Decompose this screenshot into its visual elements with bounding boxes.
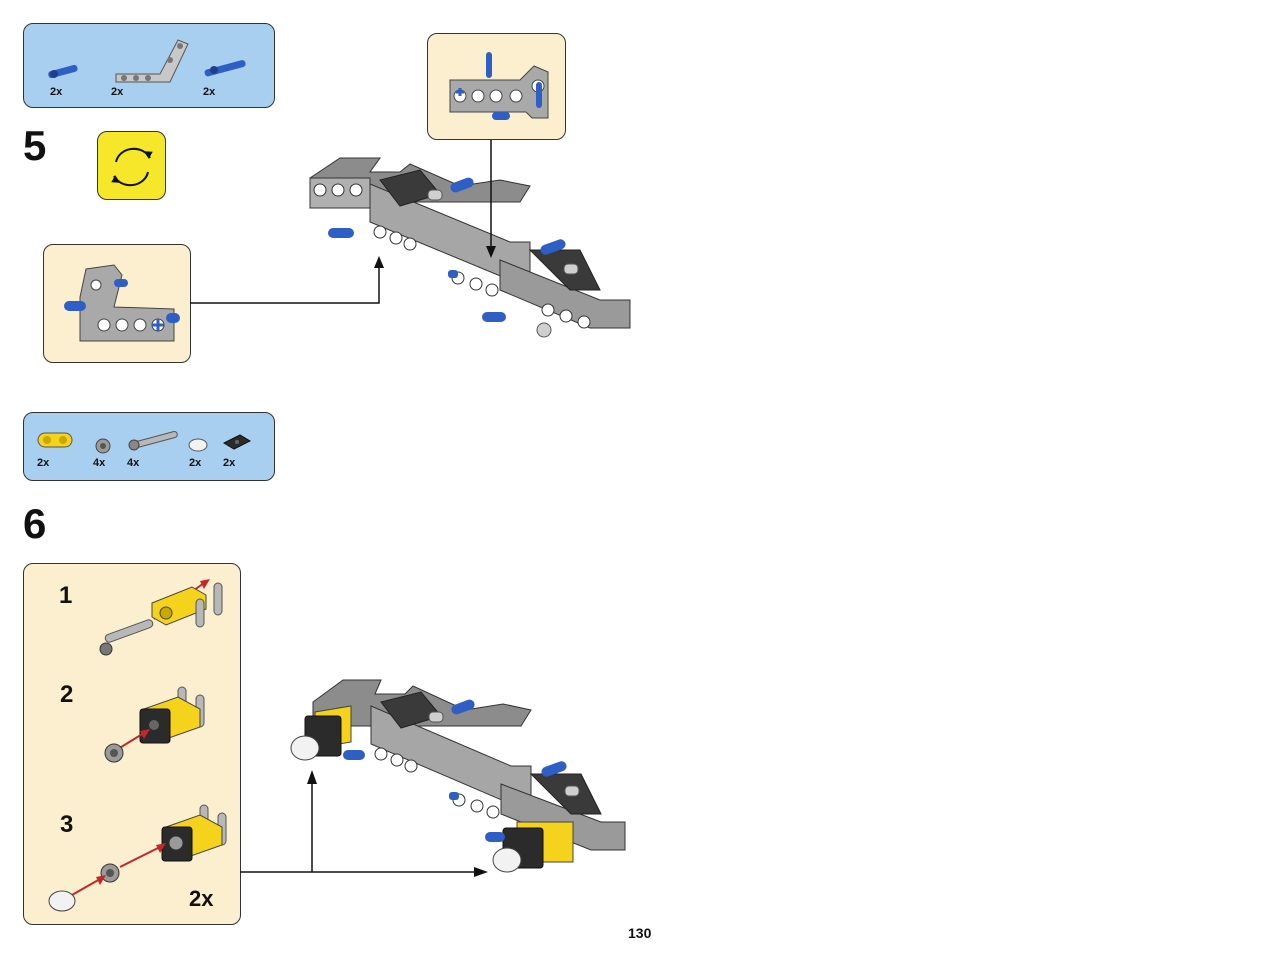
part-qty: 2x (223, 457, 236, 469)
substep-3-number: 3 (60, 811, 74, 838)
bent-beam-with-pins-icon (64, 264, 180, 342)
part-qty: 4x (127, 457, 140, 469)
substep-1-illustration (99, 579, 223, 656)
part-qty: 2x (111, 86, 124, 98)
gray-axle-icon (128, 431, 178, 451)
step-5-parts-list: 2x 2x 2x (23, 23, 275, 108)
blue-pins (328, 177, 566, 322)
part-qty: 2x (189, 457, 202, 469)
page-number: 130 (628, 925, 652, 941)
step-5-callout-left (43, 244, 191, 363)
rotate-model-box (97, 131, 166, 200)
step-6-subassembly-callout: 1 2 3 2x (23, 563, 241, 925)
yellow-connector-icon (37, 432, 73, 448)
black-plate-icon (222, 434, 252, 450)
step-5-callout-top (427, 33, 566, 140)
step-6-number: 6 (23, 500, 47, 547)
step-5-model-illustration (309, 157, 631, 338)
beam-holes (313, 183, 591, 329)
gray-bush-icon (95, 438, 111, 454)
part-qty: 2x (37, 457, 50, 469)
blue-long-pin-icon (204, 60, 246, 77)
step-6-parts-list: 2x 4x 4x 2x 2x (23, 412, 275, 481)
part-qty: 2x (50, 86, 63, 98)
subassembly-multiplier: 2x (189, 886, 214, 911)
substep-1-number: 1 (59, 582, 73, 609)
substep-2-number: 2 (60, 681, 74, 708)
step-6-model-illustration (290, 679, 626, 873)
blue-axle-pin-icon (48, 64, 78, 79)
rotate-model-icon (111, 147, 153, 187)
bent-beam-with-pins-icon (449, 52, 549, 120)
white-round-tile-icon (188, 438, 208, 452)
part-qty: 4x (93, 457, 106, 469)
gray-bent-beam-icon (115, 39, 189, 83)
substep-2-illustration (104, 686, 205, 763)
substep-3-illustration (48, 804, 227, 912)
gray-pins (427, 189, 579, 338)
step-5-number: 5 (23, 122, 47, 169)
part-qty: 2x (203, 86, 216, 98)
